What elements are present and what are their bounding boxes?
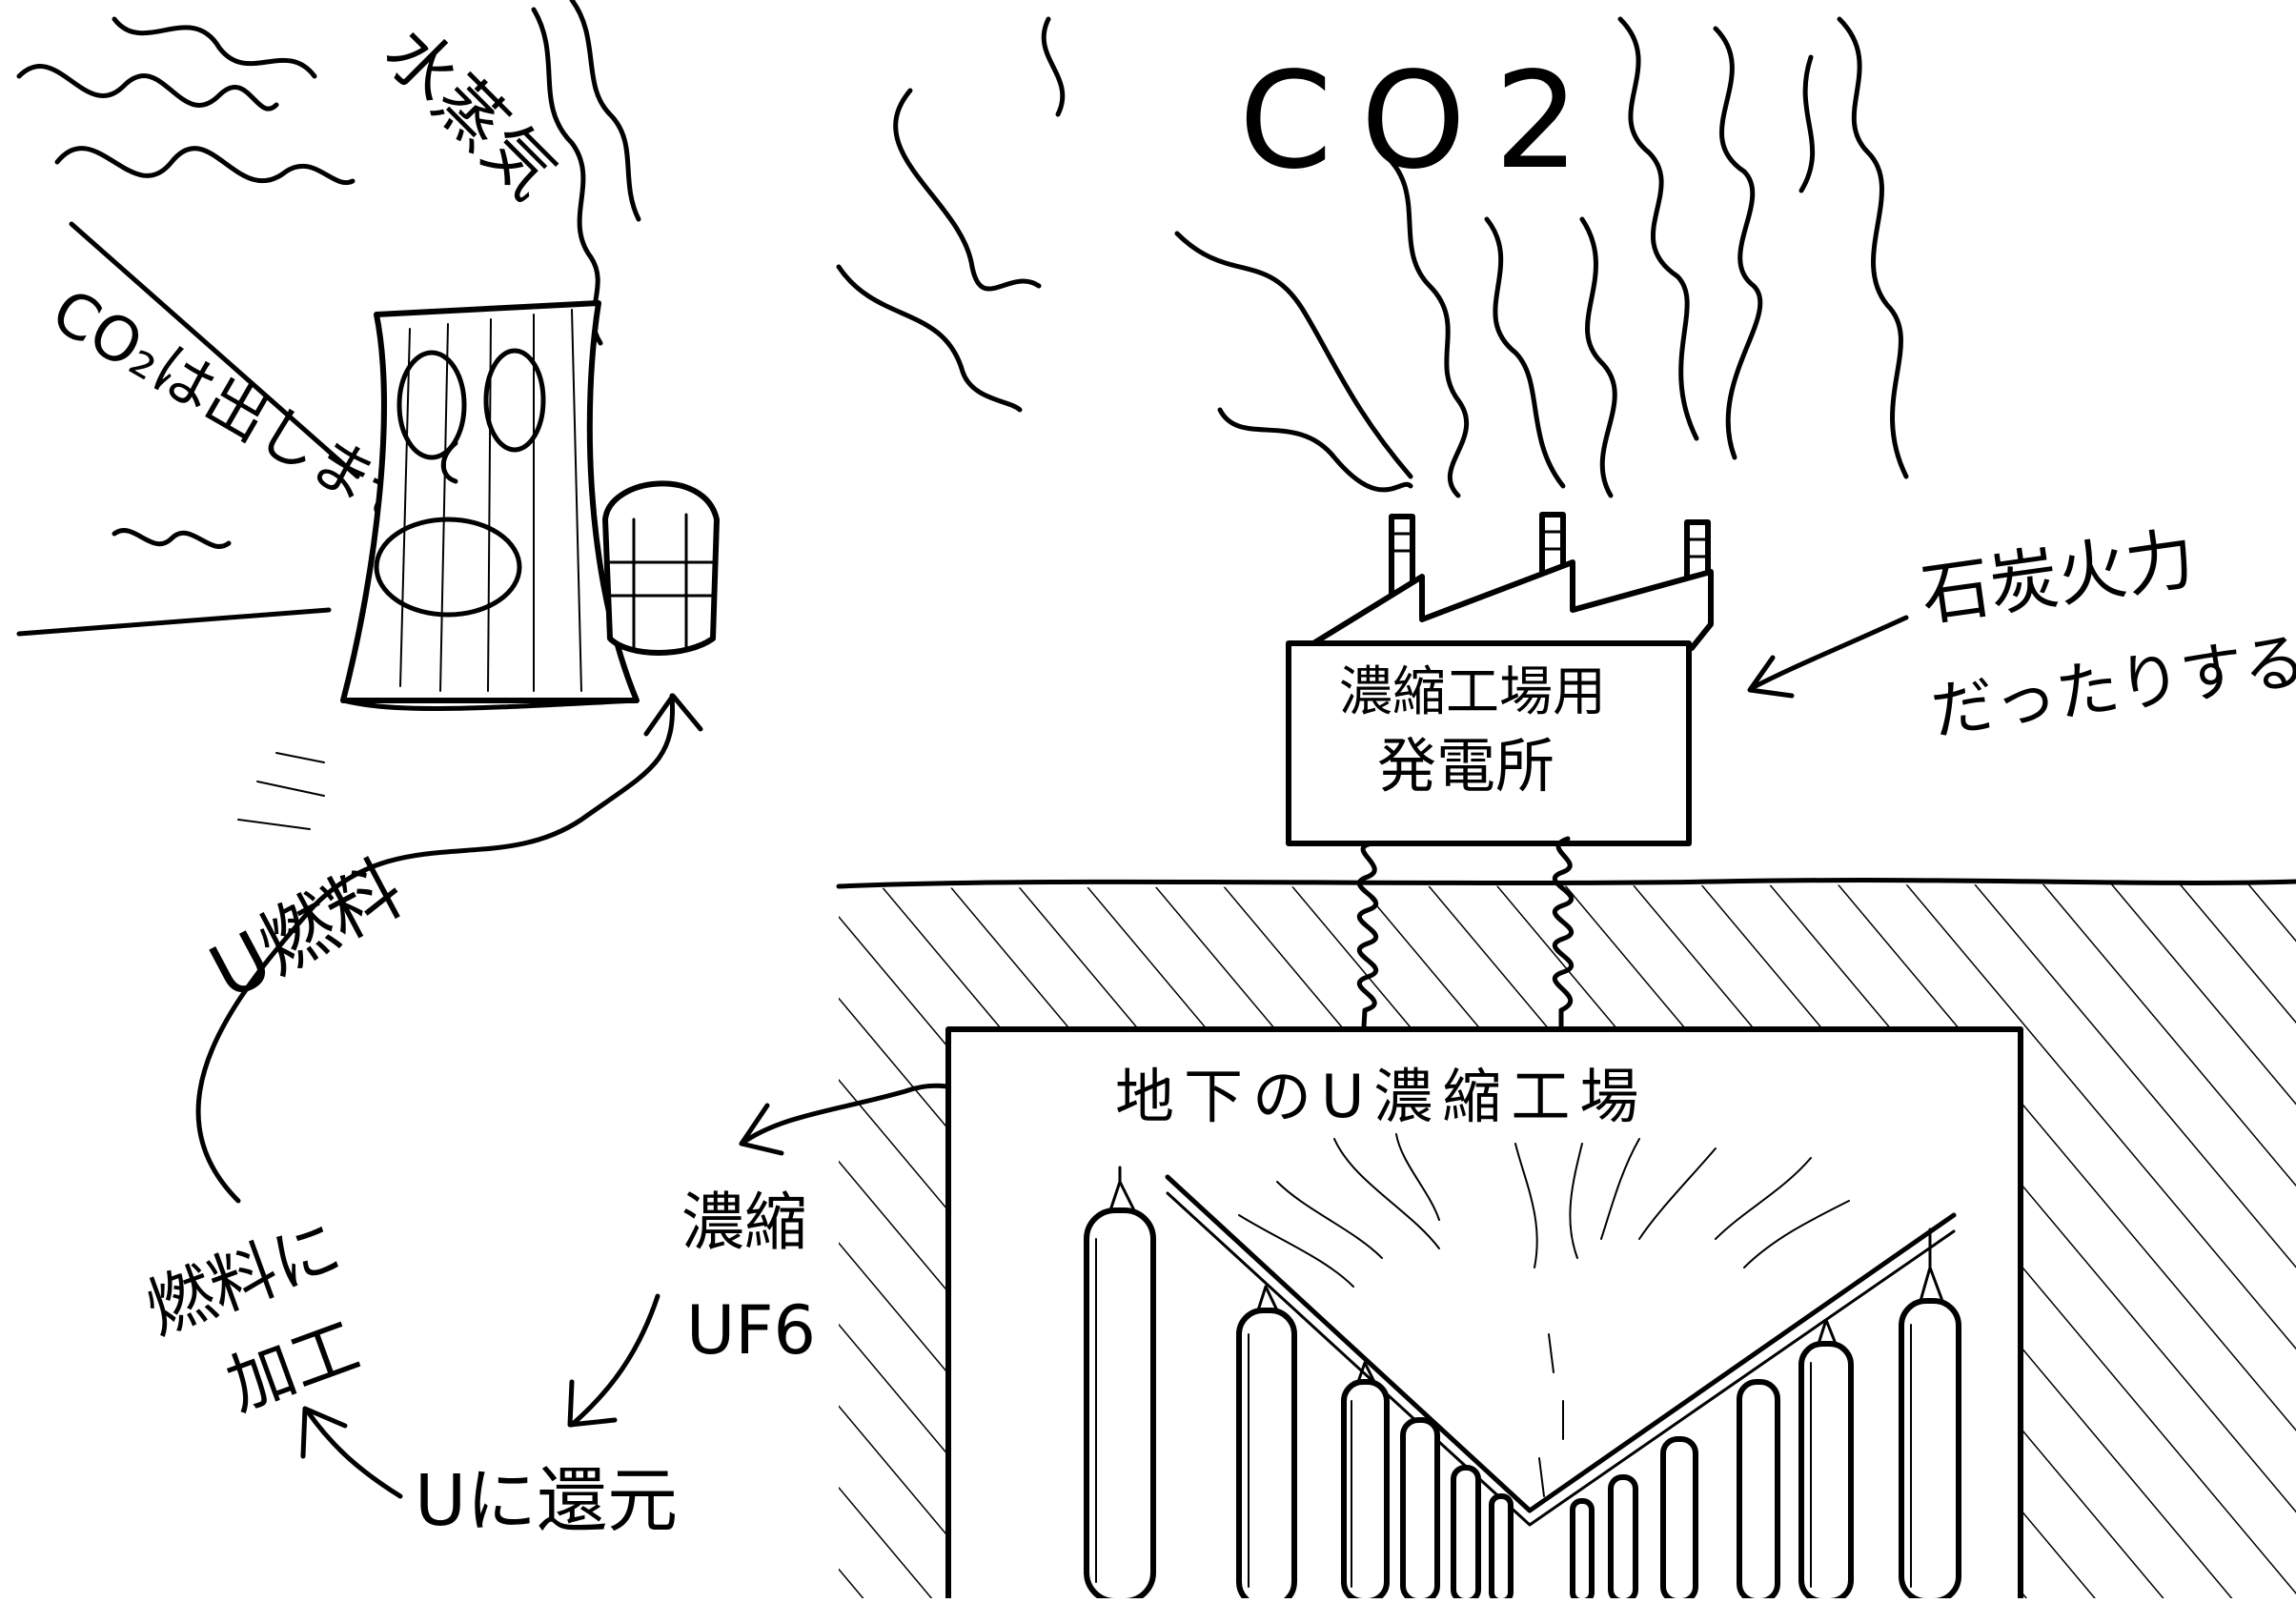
- light-rays: [1238, 1133, 1850, 1497]
- co2-label: CO2: [1239, 44, 1608, 199]
- co2-wisps: [836, 16, 1909, 498]
- coal-power-label-1: 石炭火力: [1917, 518, 2200, 636]
- power-plant-label-1: 濃縮工場用: [1339, 661, 1606, 723]
- ground-line: [836, 878, 2296, 889]
- tower-left-eye: [396, 350, 467, 460]
- underground-enrichment-plant: 地下のU濃縮工場: [945, 1026, 2023, 1603]
- sawtooth-roof: [1303, 559, 1714, 651]
- coal-power-label-2: だったりする: [1927, 623, 2296, 748]
- fuel-process-label-2: 加工: [217, 1307, 370, 1426]
- enrich-label: 濃縮: [681, 1186, 807, 1259]
- u-fuel-label: U燃料: [197, 845, 417, 1017]
- ground-hatch-tower: [237, 752, 325, 830]
- power-plant-building: [1286, 640, 1692, 846]
- tower-right-eye: [483, 348, 546, 453]
- reactor-building: [602, 480, 720, 656]
- cooling-tower: [340, 300, 640, 711]
- tower-nose: [440, 440, 458, 484]
- co2-note-lines: [16, 221, 360, 637]
- uf6-label: UF6: [686, 1291, 816, 1370]
- tower-mouth: [374, 517, 522, 618]
- power-plant: 濃縮工場用 発電所: [1286, 512, 1714, 1046]
- reduce-to-u-label: Uに還元: [415, 1460, 678, 1542]
- steam-wisps: [16, 0, 641, 346]
- steam-label: 水蒸気: [370, 12, 572, 214]
- power-plant-label-2: 発電所: [1377, 731, 1554, 801]
- underground-plant-label: 地下のU濃縮工場: [1115, 1062, 1648, 1131]
- coal-power-arrow: [1747, 615, 1909, 699]
